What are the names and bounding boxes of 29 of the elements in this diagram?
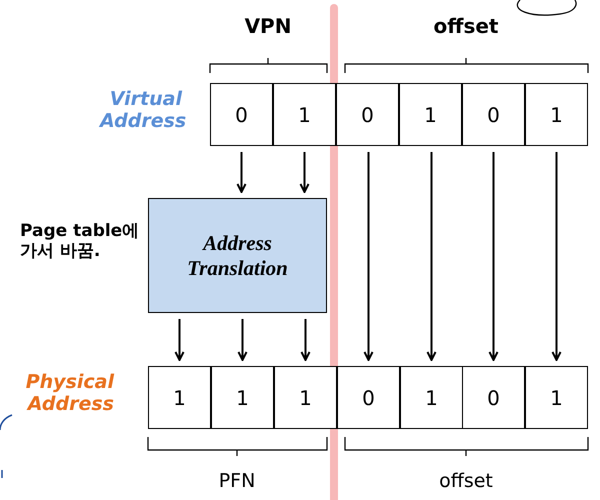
row-label: Physical Address <box>24 371 114 415</box>
bit-cell: 0 <box>337 366 400 429</box>
field-label: PFN <box>218 470 256 492</box>
bit-cell: 1 <box>400 366 463 429</box>
bit-cell: 1 <box>525 366 588 429</box>
arrow <box>488 152 498 361</box>
bit-cell: 1 <box>525 83 588 146</box>
bit-cell: 1 <box>211 366 274 429</box>
arrow <box>174 319 184 361</box>
arrow <box>300 319 310 361</box>
arrow <box>426 152 436 361</box>
bit-cell: 1 <box>399 83 462 146</box>
arrow <box>300 152 310 193</box>
field-label: VPN <box>244 14 292 38</box>
note-text: Page table에 가서 바꿈. <box>20 222 140 262</box>
bit-cell: 0 <box>462 366 525 429</box>
bit-cell: 1 <box>148 366 211 429</box>
bit-cell: 1 <box>273 83 336 146</box>
bit-cell: 0 <box>210 83 273 146</box>
process-box: Address Translation <box>148 198 327 313</box>
field-label: offset <box>439 470 493 492</box>
arrow <box>236 152 246 193</box>
arrow <box>238 319 248 361</box>
arrow <box>364 152 374 361</box>
bit-cell: 1 <box>274 366 337 429</box>
arrow <box>552 152 562 361</box>
field-label: offset <box>434 14 498 38</box>
bit-cell: 0 <box>336 83 399 146</box>
bit-cell: 0 <box>462 83 525 146</box>
